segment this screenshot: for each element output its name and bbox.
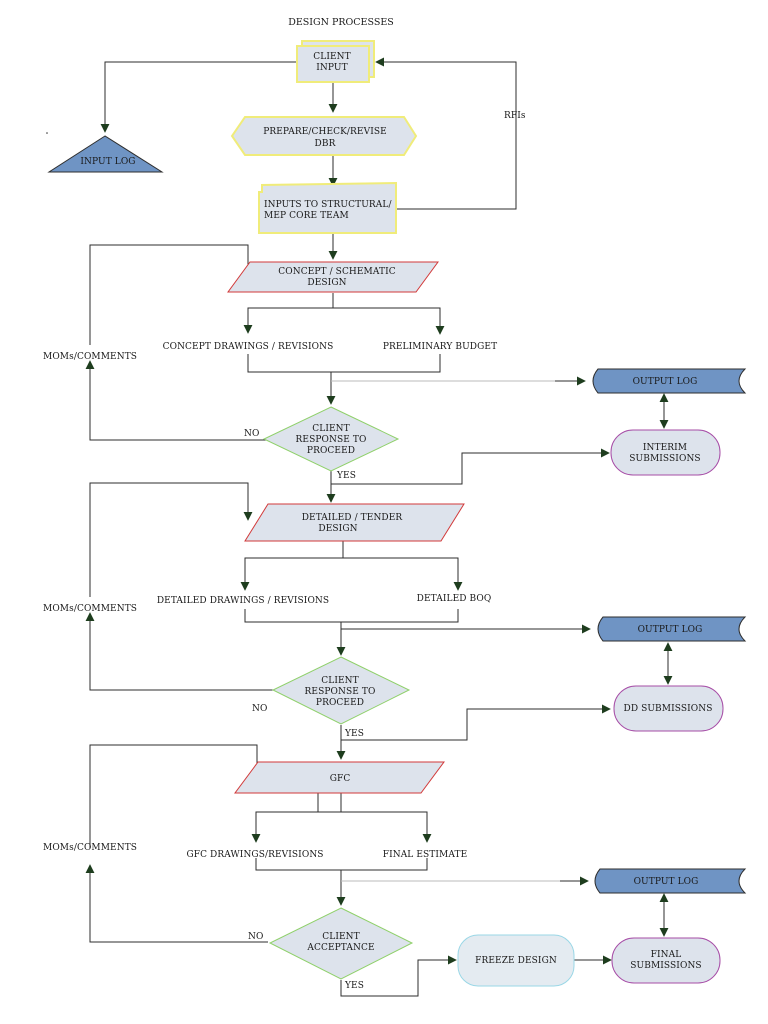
prepare-dbr-label-2: DBR <box>315 139 336 149</box>
detailed-design-label-1: DETAILED / TENDER <box>302 513 403 523</box>
freeze-design-label: FREEZE DESIGN <box>475 956 557 966</box>
edge-gfc-split-left <box>251 793 342 843</box>
client-response-2-label-1: CLIENT <box>321 676 358 686</box>
inputs-core-node: INPUTS TO STRUCTURAL/ MEP CORE TEAM <box>258 181 397 234</box>
client-acceptance-node: CLIENT ACCEPTANCE <box>268 907 414 980</box>
final-submissions-node: FINAL SUBMISSIONS <box>611 937 721 984</box>
prepare-dbr-label-1: PREPARE/CHECK/REVISE <box>263 127 387 137</box>
edge-yes3-freeze <box>340 955 457 997</box>
yes-label-1: YES <box>336 471 356 481</box>
inputs-core-label-1: INPUTS TO STRUCTURAL/ <box>264 200 392 210</box>
output-log-3-node: OUTPUT LOG <box>594 868 747 894</box>
prepare-dbr-node: PREPARE/CHECK/REVISE DBR <box>230 116 418 156</box>
interim-submissions-node: INTERIM SUBMISSIONS <box>610 429 721 476</box>
connectors <box>85 57 673 997</box>
client-response-1-node: CLIENT RESPONSE TO PROCEED <box>262 406 400 472</box>
edge-concept-split-right <box>333 307 441 333</box>
stray-dot <box>46 132 48 134</box>
edge-concept-merge <box>247 354 441 373</box>
gfc-node: GFC <box>234 761 445 794</box>
interim-submissions-label-2: SUBMISSIONS <box>629 454 700 464</box>
client-response-2-node: CLIENT RESPONSE TO PROCEED <box>271 656 411 725</box>
edge-no-loop-2 <box>85 612 275 691</box>
rfis-label: RFIs <box>504 111 526 121</box>
detailed-drawings-label: DETAILED DRAWINGS / REVISIONS <box>157 596 329 606</box>
client-acceptance-label-1: CLIENT <box>322 932 359 942</box>
gfc-label: GFC <box>330 774 351 784</box>
moms-comments-label-2: MOMs/COMMENTS <box>43 604 137 614</box>
dd-submissions-label: DD SUBMISSIONS <box>624 704 713 714</box>
client-input-node: CLIENT INPUT <box>296 40 375 83</box>
detailed-boq-label: DETAILED BOQ <box>417 594 492 604</box>
edge-no-loop-3 <box>85 864 268 943</box>
gfc-drawings-label: GFC DRAWINGS/REVISIONS <box>186 850 323 860</box>
interim-submissions-label-1: INTERIM <box>643 443 687 453</box>
edge-concept-split-left <box>243 293 334 334</box>
diagram-title: DESIGN PROCESSES <box>288 17 394 28</box>
detailed-design-node: DETAILED / TENDER DESIGN <box>244 503 465 542</box>
yes-label-3: YES <box>344 981 364 991</box>
edge-no-loop-1 <box>85 360 268 441</box>
concept-drawings-label: CONCEPT DRAWINGS / REVISIONS <box>163 342 334 352</box>
client-acceptance-label-2: ACCEPTANCE <box>306 943 374 953</box>
freeze-design-node: FREEZE DESIGN <box>457 934 575 987</box>
client-response-1-label-1: CLIENT <box>312 424 349 434</box>
edge-detailed-split-right <box>343 557 463 591</box>
output-log-1-label: OUTPUT LOG <box>633 377 698 387</box>
final-estimate-label: FINAL ESTIMATE <box>383 850 468 860</box>
output-log-2-node: OUTPUT LOG <box>597 616 747 642</box>
output-log-1-node: OUTPUT LOG <box>592 368 747 394</box>
yes-label-2: YES <box>344 729 364 739</box>
edge-yes1-interim <box>331 448 610 485</box>
output-log-2-label: OUTPUT LOG <box>638 625 703 635</box>
client-response-2-label-2: RESPONSE TO <box>305 687 376 697</box>
final-submissions-label-2: SUBMISSIONS <box>630 961 701 971</box>
client-input-label-1: CLIENT <box>313 52 350 62</box>
input-log-node: INPUT LOG <box>47 135 164 173</box>
concept-design-label-1: CONCEPT / SCHEMATIC <box>278 267 395 277</box>
concept-design-node: CONCEPT / SCHEMATIC DESIGN <box>227 261 439 293</box>
moms-comments-label-3: MOMs/COMMENTS <box>43 843 137 853</box>
edge-detailed-merge <box>244 609 459 623</box>
no-label-2: NO <box>252 704 267 714</box>
edge-gfc-split-right <box>317 793 432 843</box>
final-submissions-label-1: FINAL <box>651 950 682 960</box>
client-response-1-label-2: RESPONSE TO <box>296 435 367 445</box>
edge-client-to-inputlog <box>100 61 297 133</box>
concept-design-label-2: DESIGN <box>307 278 346 288</box>
client-response-2-label-3: PROCEED <box>316 698 364 708</box>
no-label-3: NO <box>248 932 263 942</box>
edge-detailed-split-left <box>240 541 344 591</box>
preliminary-budget-label: PRELIMINARY BUDGET <box>383 342 497 352</box>
client-response-1-label-3: PROCEED <box>307 446 355 456</box>
dd-submissions-node: DD SUBMISSIONS <box>613 685 724 732</box>
moms-comments-label-1: MOMs/COMMENTS <box>43 352 137 362</box>
client-input-label-2: INPUT <box>316 63 347 73</box>
input-log-label: INPUT LOG <box>80 157 135 167</box>
detailed-design-label-2: DESIGN <box>318 524 357 534</box>
edge-yes2-dd <box>341 704 611 741</box>
no-label-1: NO <box>244 429 259 439</box>
output-log-3-label: OUTPUT LOG <box>634 877 699 887</box>
edge-rfis-loop <box>375 57 517 210</box>
inputs-core-label-2: MEP CORE TEAM <box>264 211 349 221</box>
